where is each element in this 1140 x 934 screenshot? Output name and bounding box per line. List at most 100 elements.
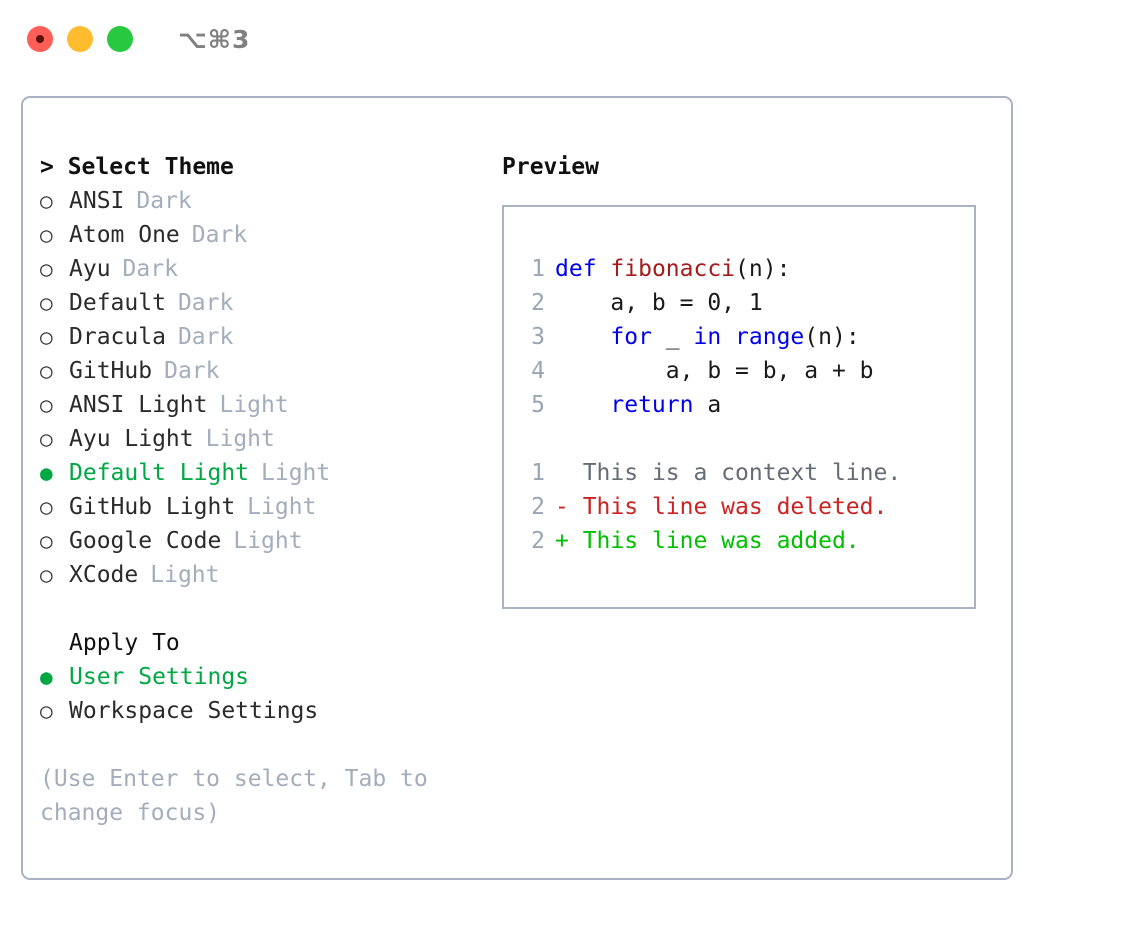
code-line-number: 2 xyxy=(531,290,545,316)
theme-option-label: Ayu xyxy=(69,256,111,282)
theme-option-tag: Light xyxy=(205,426,275,452)
theme-option[interactable]: ○ ANSI Dark xyxy=(40,184,470,218)
maximize-window-button[interactable] xyxy=(107,26,133,52)
theme-option-tag: Light xyxy=(247,494,317,520)
code-line: 3 for _ in range(n): xyxy=(517,320,966,354)
window-titlebar: ⌥⌘3 xyxy=(0,0,1140,78)
theme-option-label: ANSI Light xyxy=(69,392,208,418)
apply-to-option-label: User Settings xyxy=(69,664,250,690)
code-line: 2 a, b = 0, 1 xyxy=(517,286,966,320)
radio-unselected-icon: ○ xyxy=(40,325,53,349)
radio-unselected-icon: ○ xyxy=(40,699,53,723)
theme-option-label: Default Light xyxy=(69,460,250,486)
select-theme-heading: > Select Theme xyxy=(40,154,234,180)
code-token: in xyxy=(693,324,722,350)
theme-option-label: GitHub Light xyxy=(69,494,236,520)
keyboard-shortcut-label: ⌥⌘3 xyxy=(178,24,251,54)
diff-marker: + xyxy=(555,528,569,554)
radio-unselected-icon: ○ xyxy=(40,223,53,247)
code-token: a, b = 0, 1 xyxy=(555,290,763,316)
theme-option[interactable]: ○ GitHub Light Light xyxy=(40,490,470,524)
diff-text: This line was deleted. xyxy=(568,494,888,520)
code-token xyxy=(555,392,610,418)
theme-option-tag: Dark xyxy=(164,358,220,384)
diff-line-number: 1 xyxy=(531,460,545,486)
code-line: 4 a, b = b, a + b xyxy=(517,354,966,388)
theme-option-label: Dracula xyxy=(69,324,166,350)
theme-option-label: Atom One xyxy=(69,222,180,248)
apply-to-option-label: Workspace Settings xyxy=(69,698,319,724)
code-token xyxy=(555,324,610,350)
code-token: for xyxy=(610,324,652,350)
theme-option-label: XCode xyxy=(69,562,139,588)
theme-option-label: GitHub xyxy=(69,358,153,384)
radio-selected-icon: ● xyxy=(40,461,53,485)
diff-marker: - xyxy=(555,494,569,520)
theme-option-tag: Dark xyxy=(122,256,178,282)
radio-unselected-icon: ○ xyxy=(40,495,53,519)
code-token: _ xyxy=(651,324,694,350)
radio-unselected-icon: ○ xyxy=(40,393,53,417)
diff-marker xyxy=(555,460,569,486)
minimize-window-button[interactable] xyxy=(67,26,93,52)
theme-option-tag: Light xyxy=(233,528,303,554)
code-diff-separator xyxy=(517,422,966,456)
theme-option[interactable]: ○ Google Code Light xyxy=(40,524,470,558)
radio-unselected-icon: ○ xyxy=(40,189,53,213)
theme-option-label: Default xyxy=(69,290,166,316)
theme-option-label: Google Code xyxy=(69,528,222,554)
diff-line-number: 2 xyxy=(531,494,545,520)
code-token xyxy=(721,324,735,350)
diff-line: 1 This is a context line. xyxy=(517,456,966,490)
diff-sample: 1 This is a context line.2- This line wa… xyxy=(517,456,966,558)
theme-option-tag: Dark xyxy=(136,188,192,214)
code-line-number: 1 xyxy=(531,256,545,282)
traffic-lights xyxy=(27,26,133,52)
diff-text: This is a context line. xyxy=(568,460,902,486)
code-token: a xyxy=(693,392,722,418)
radio-unselected-icon: ○ xyxy=(40,427,53,451)
radio-unselected-icon: ○ xyxy=(40,359,53,383)
theme-option-label: ANSI xyxy=(69,188,125,214)
radio-unselected-icon: ○ xyxy=(40,563,53,587)
radio-unselected-icon: ○ xyxy=(40,291,53,315)
code-line-number: 3 xyxy=(531,324,545,350)
diff-line: 2+ This line was added. xyxy=(517,524,966,558)
code-token: fibonacci xyxy=(610,256,736,282)
radio-unselected-icon: ○ xyxy=(40,257,53,281)
theme-option[interactable]: ○ Atom One Dark xyxy=(40,218,470,252)
close-window-button[interactable] xyxy=(27,26,53,52)
list-spacer xyxy=(40,592,470,626)
code-token: range xyxy=(735,324,805,350)
apply-to-option[interactable]: ● User Settings xyxy=(40,660,470,694)
apply-to-option[interactable]: ○ Workspace Settings xyxy=(40,694,470,728)
apply-to-heading: Apply To xyxy=(69,630,180,656)
diff-line: 2- This line was deleted. xyxy=(517,490,966,524)
code-token: a, b = b, a + b xyxy=(555,358,874,384)
theme-option-tag: Light xyxy=(150,562,220,588)
theme-option-tag: Dark xyxy=(191,222,248,248)
code-line: 5 return a xyxy=(517,388,966,422)
code-token: (n): xyxy=(804,324,860,350)
apply-to-list[interactable]: ● User Settings ○ Workspace Settings xyxy=(40,660,470,728)
keyboard-hint-text: (Use Enter to select, Tab to change focu… xyxy=(40,766,428,826)
theme-option[interactable]: ○ GitHub Dark xyxy=(40,354,470,388)
code-token: def xyxy=(555,256,597,282)
radio-selected-icon: ● xyxy=(40,665,53,689)
radio-unselected-icon: ○ xyxy=(40,529,53,553)
theme-option[interactable]: ○ XCode Light xyxy=(40,558,470,592)
theme-option[interactable]: ○ Ayu Dark xyxy=(40,252,470,286)
